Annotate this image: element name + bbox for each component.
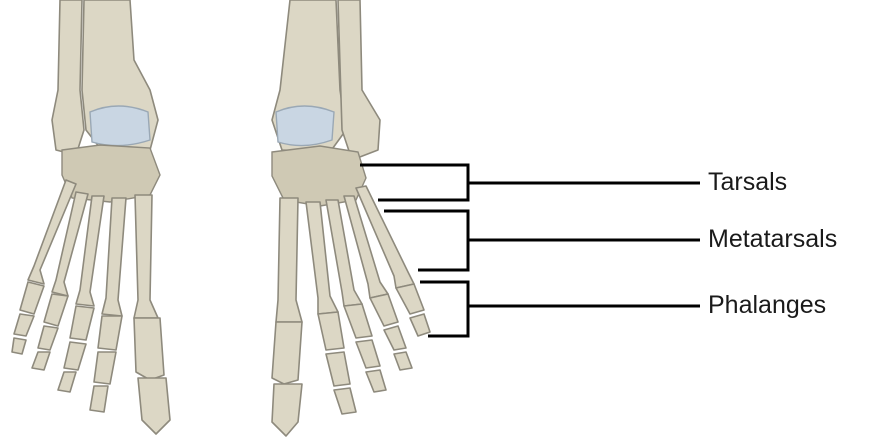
right-metatarsals bbox=[276, 186, 414, 322]
left-foot bbox=[12, 0, 170, 434]
left-metatarsals bbox=[28, 180, 158, 318]
left-fibula bbox=[52, 0, 84, 155]
metatarsals-label: Metatarsals bbox=[708, 227, 837, 252]
right-foot bbox=[272, 0, 430, 436]
phalanges-bracket bbox=[420, 282, 700, 336]
right-talus-cartilage bbox=[276, 106, 334, 146]
phalanges-label: Phalanges bbox=[708, 293, 826, 318]
tarsals-bracket bbox=[360, 165, 700, 200]
left-talus-cartilage bbox=[90, 106, 150, 146]
tarsals-label: Tarsals bbox=[708, 170, 787, 195]
right-fibula bbox=[338, 0, 380, 160]
metatarsals-bracket bbox=[384, 211, 700, 270]
